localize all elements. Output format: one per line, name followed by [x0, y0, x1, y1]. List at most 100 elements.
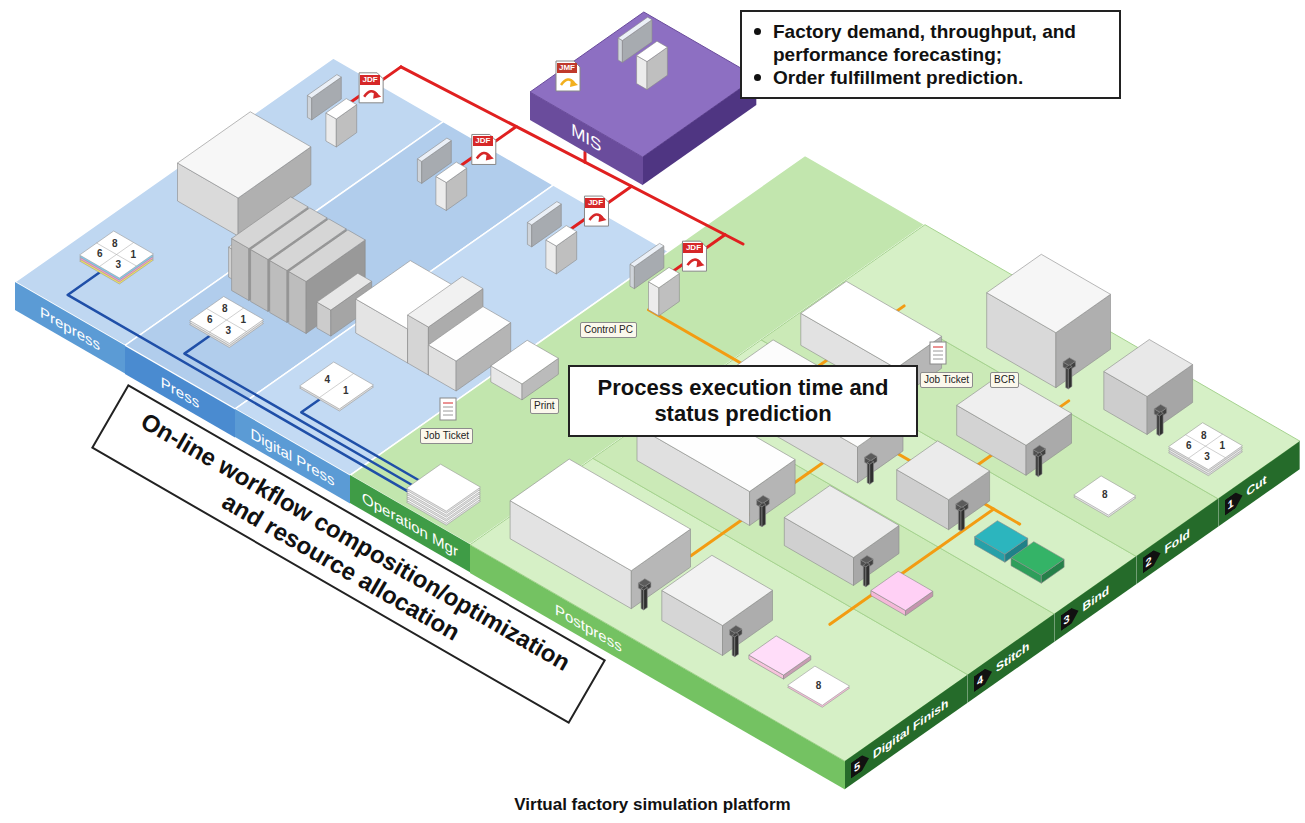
jdf-icon: [682, 241, 706, 271]
flow-arrowhead: [696, 259, 704, 267]
page-number: 1: [1219, 441, 1225, 451]
ticket-line: [933, 355, 943, 356]
sheet: [1169, 423, 1243, 470]
box-top: [618, 17, 652, 40]
box-side: [1159, 413, 1163, 436]
box-side: [762, 504, 766, 527]
figure-caption: Virtual factory simulation platform: [0, 795, 1305, 815]
computer-tower: [546, 226, 577, 274]
bullet-dot: [754, 74, 761, 81]
jdf-icon-label: JDF: [473, 136, 493, 146]
box-side: [735, 634, 739, 657]
flow-arrowhead: [570, 79, 578, 87]
box-front: [630, 264, 634, 289]
box-top: [897, 441, 990, 500]
box-side: [866, 564, 870, 587]
box-front: [232, 239, 249, 301]
jdf-icon: [584, 196, 608, 226]
box-top: [1154, 405, 1166, 413]
callout-text: Process execution time and status predic…: [588, 375, 898, 427]
step-number: 4: [974, 664, 992, 693]
box-top: [975, 521, 1028, 555]
barcode-reader: [1066, 365, 1072, 389]
box-front: [307, 95, 311, 120]
device-tag: Control PC: [580, 322, 637, 338]
barcode-reader: [958, 507, 964, 531]
box-top: [307, 75, 341, 98]
ticket-paper: [440, 398, 456, 420]
ticket-line: [933, 359, 943, 360]
page-number: 1: [343, 386, 349, 396]
stitched-booklet: [871, 571, 933, 615]
box-top: [326, 99, 357, 119]
box-front: [863, 565, 866, 587]
box-front: [527, 222, 531, 247]
page-number: 8: [1102, 490, 1108, 500]
box-top: [801, 281, 942, 368]
document-shape: [584, 196, 608, 226]
box-top: [630, 243, 664, 266]
box-side: [1068, 366, 1072, 389]
device-tag: BCR: [990, 372, 1019, 388]
step-label: Cut: [1247, 472, 1267, 500]
box-side: [870, 462, 874, 485]
finishing-machine: [897, 441, 990, 530]
barcode-reader: [867, 460, 873, 484]
box-top: [1033, 445, 1045, 453]
box-top: [527, 202, 561, 225]
document-shape: [556, 61, 580, 91]
box-front: [270, 261, 287, 323]
box-front: [732, 635, 735, 657]
sheet: [300, 362, 374, 409]
box-front: [641, 589, 644, 611]
box-top: [759, 503, 765, 507]
box-top: [1063, 358, 1076, 366]
barcode-reader: [732, 633, 738, 657]
ticket-line: [443, 411, 453, 412]
box-front: [1036, 455, 1039, 477]
ticket-line: [443, 415, 453, 416]
bullet-row: Order fulfillment prediction.: [754, 66, 1103, 89]
finishing-machine: [662, 555, 773, 655]
finishing-machine: [1104, 340, 1193, 435]
callout-box: Factory demand, throughput, and performa…: [740, 10, 1121, 99]
job-ticket-sheet: [440, 398, 456, 420]
sheet: [80, 231, 154, 278]
box-top: [871, 571, 933, 610]
document-shape: [682, 241, 706, 271]
jdf-icon-label: JDF: [360, 75, 380, 85]
box-top: [863, 563, 869, 567]
barcode-reader: [759, 503, 765, 527]
box-top: [861, 556, 874, 564]
imposition-line: [319, 374, 353, 398]
box-top: [956, 500, 968, 508]
barcode-reader: [641, 586, 647, 610]
box-top: [289, 230, 366, 282]
box-top: [428, 307, 510, 361]
box-front: [759, 505, 762, 527]
box-top: [757, 496, 770, 504]
ticket-paper: [930, 342, 946, 364]
barcode-reader: [863, 563, 869, 587]
box-front: [289, 272, 306, 334]
box-side: [1038, 454, 1042, 477]
flow-arrowhead: [486, 152, 494, 160]
box-side: [961, 508, 965, 531]
sheet: [788, 666, 850, 705]
page-number: 3: [1204, 452, 1210, 462]
sheet: [1074, 476, 1136, 515]
bullet-row: Factory demand, throughput, and performa…: [754, 20, 1103, 66]
flow-arrowhead: [373, 91, 381, 99]
box-front: [1066, 368, 1069, 390]
sheet: [190, 297, 264, 344]
job-ticket-tag: Job Ticket: [920, 372, 973, 388]
page-number: 6: [97, 249, 103, 259]
terrace-floor: [843, 225, 1300, 499]
box-top: [662, 555, 773, 625]
barcode-reader: [1063, 358, 1076, 371]
box-top: [865, 453, 877, 461]
jdf-network-line: [561, 186, 631, 235]
box-front: [867, 463, 870, 485]
box-front: [958, 510, 961, 532]
